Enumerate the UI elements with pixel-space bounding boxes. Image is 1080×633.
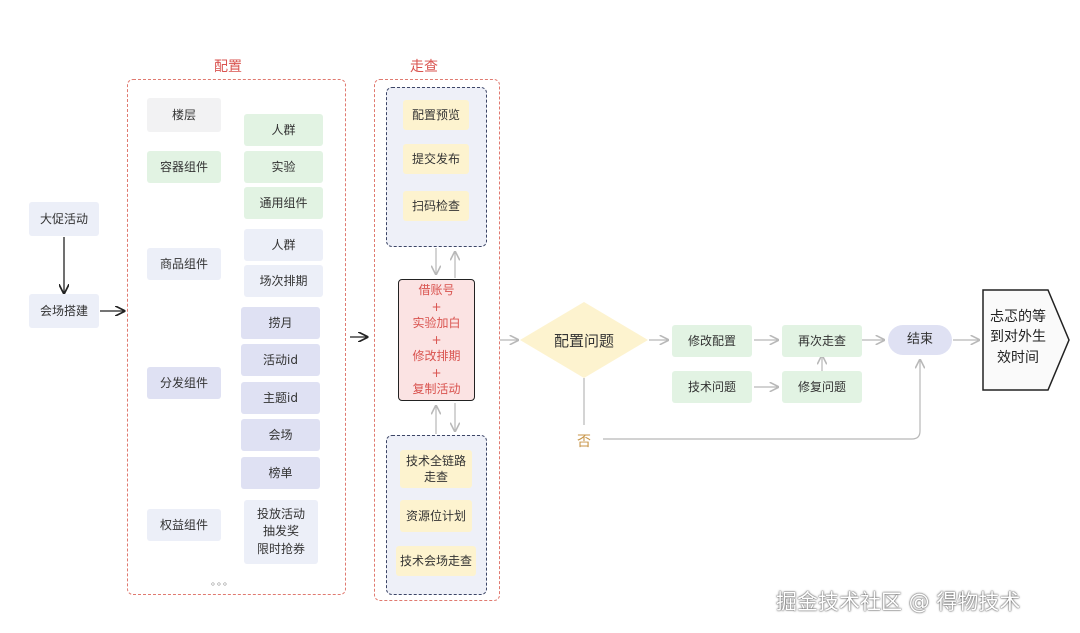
decision-diamond: [520, 302, 648, 378]
rights-items: 投放活动 抽发奖 限时抢券: [244, 500, 318, 564]
venue-node: 会场搭建: [29, 294, 99, 328]
promo-node: 大促活动: [29, 202, 99, 236]
config-section: [127, 79, 346, 595]
ellipsis: 。。。: [211, 577, 234, 588]
distribute-item: 捞月: [241, 307, 320, 339]
product-item: 人群: [244, 229, 323, 261]
inspect-step: 扫码检查: [403, 191, 469, 221]
container-item: 通用组件: [244, 187, 323, 219]
product-item: 场次排期: [244, 265, 323, 297]
fix-issue-node: 修复问题: [782, 371, 862, 403]
distribute-item: 会场: [241, 419, 320, 451]
container-item: 人群: [244, 114, 323, 146]
product-node: 商品组件: [147, 248, 221, 280]
inspect-step: 提交发布: [403, 144, 469, 174]
modify-config-node: 修改配置: [672, 325, 752, 357]
arrow-no-to-end: [603, 360, 920, 440]
watermark: 掘金技术社区 @ 得物技术: [776, 590, 1021, 614]
tech-item: 技术会场走查: [396, 546, 476, 576]
config-title: 配置: [214, 59, 242, 75]
distribute-item: 榜单: [241, 457, 320, 489]
inspect-section: [374, 79, 500, 601]
rights-node: 权益组件: [147, 509, 221, 541]
effect-wait-label: 忐忑的等 到对外生 效时间: [990, 309, 1046, 366]
container-node: 容器组件: [147, 151, 221, 183]
floor-node: 楼层: [147, 98, 221, 132]
tech-item: 资源位计划: [400, 500, 472, 532]
re-inspect-node: 再次走查: [782, 325, 862, 357]
distribute-node: 分发组件: [147, 367, 221, 399]
account-box: 借账号 + 实验加白 + 修改排期 + 复制活动: [398, 279, 475, 401]
decision-label: 配置问题: [553, 332, 614, 350]
distribute-item: 活动id: [241, 344, 320, 376]
no-label: 否: [577, 434, 591, 450]
container-item: 实验: [244, 151, 323, 183]
end-node: 结束: [888, 325, 952, 355]
tech-item: 技术全链路 走查: [400, 450, 472, 488]
effect-shape: [982, 289, 1070, 391]
distribute-item: 主题id: [241, 382, 320, 414]
tech-issue-node: 技术问题: [672, 371, 752, 403]
inspect-step: 配置预览: [403, 100, 469, 130]
inspect-title: 走查: [410, 59, 438, 75]
